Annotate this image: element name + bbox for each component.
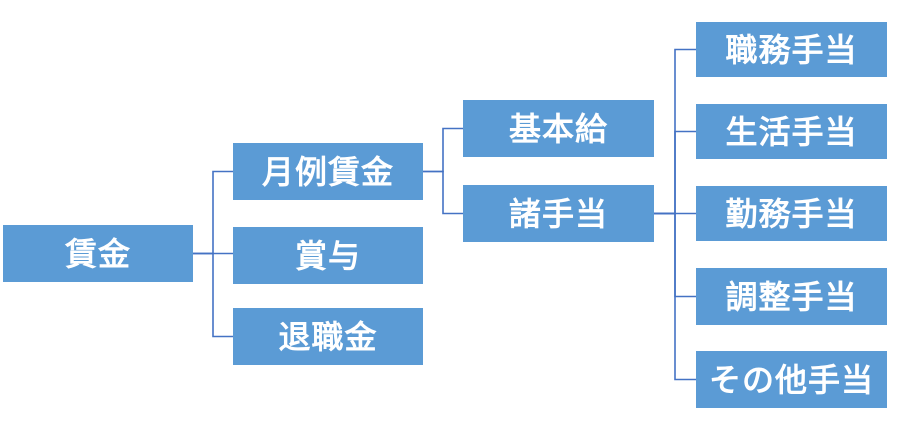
node-living-allowance: 生活手当 (696, 104, 887, 159)
node-retirement-allowance: 退職金 (233, 308, 423, 365)
edge-wages-to-retirement-allowance (193, 252, 233, 338)
edge-wages-to-monthly-wage (193, 170, 233, 255)
edge-monthly-wage-to-base-salary (423, 127, 463, 173)
edge-allowances-to-living-allowance (654, 130, 696, 215)
node-allowances: 諸手当 (463, 185, 654, 242)
node-job-allowance: 職務手当 (696, 22, 887, 77)
node-monthly-wage: 月例賃金 (233, 143, 423, 200)
node-bonus: 賞与 (233, 227, 423, 284)
node-wages: 賃金 (3, 225, 193, 282)
node-base-salary: 基本給 (463, 100, 654, 157)
node-work-allowance: 勤務手当 (696, 186, 887, 241)
node-other-allowance: その他手当 (696, 351, 887, 408)
edge-monthly-wage-to-allowances (423, 170, 463, 215)
node-adjustment-allowance: 調整手当 (696, 268, 887, 325)
edge-allowances-to-other-allowance (654, 212, 696, 381)
